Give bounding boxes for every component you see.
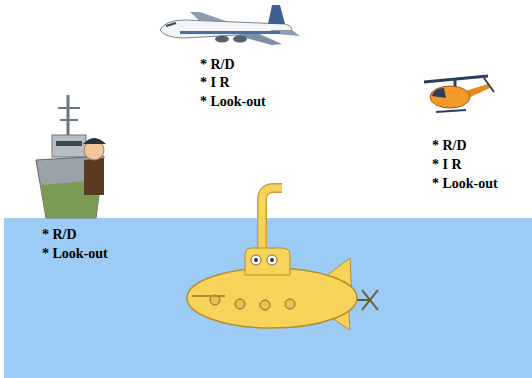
- ship-mast: [60, 119, 78, 121]
- propeller: [362, 290, 378, 310]
- airplane-stripe: [180, 31, 280, 34]
- captain-coat: [84, 158, 104, 195]
- sensor-label: * Look-out: [432, 176, 498, 192]
- airplane: [160, 5, 300, 45]
- propeller: [362, 290, 378, 310]
- ship-mast: [58, 107, 80, 109]
- helicopter-tail-rotor: [484, 78, 494, 92]
- sensor-label: * I R: [432, 157, 462, 173]
- sensor-label: * R/D: [432, 138, 467, 154]
- ship-bridge-window: [56, 141, 82, 146]
- ship-hull: [36, 156, 104, 218]
- porthole: [270, 258, 274, 262]
- submarine-hull: [187, 268, 357, 328]
- ship-superstructure: [52, 135, 86, 157]
- porthole: [267, 255, 277, 265]
- captain-cap: [83, 138, 106, 144]
- sensor-label: * Look-out: [42, 246, 108, 262]
- porthole: [251, 255, 261, 265]
- porthole: [260, 300, 270, 310]
- airplane-tail: [268, 5, 285, 24]
- airplane-engine: [215, 36, 229, 43]
- sea: [4, 218, 532, 378]
- conning-tower: [245, 248, 290, 275]
- submarine: [187, 188, 378, 330]
- submarine-stripe: [192, 295, 225, 297]
- helicopter-body: [430, 86, 470, 108]
- sensor-label: * R/D: [42, 227, 77, 243]
- sensor-label: * Look-out: [200, 94, 266, 110]
- airplane-cockpit: [166, 23, 176, 26]
- ship-mast: [67, 95, 70, 140]
- helicopter: [424, 76, 494, 112]
- sensor-label: * I R: [200, 75, 230, 91]
- sensor-label: * R/D: [200, 57, 235, 73]
- porthole: [254, 258, 258, 262]
- airplane-engine: [233, 36, 247, 43]
- porthole: [235, 299, 245, 309]
- helicopter-skid: [436, 110, 466, 112]
- porthole: [285, 299, 295, 309]
- warship: [36, 95, 106, 218]
- helicopter-window: [432, 88, 446, 98]
